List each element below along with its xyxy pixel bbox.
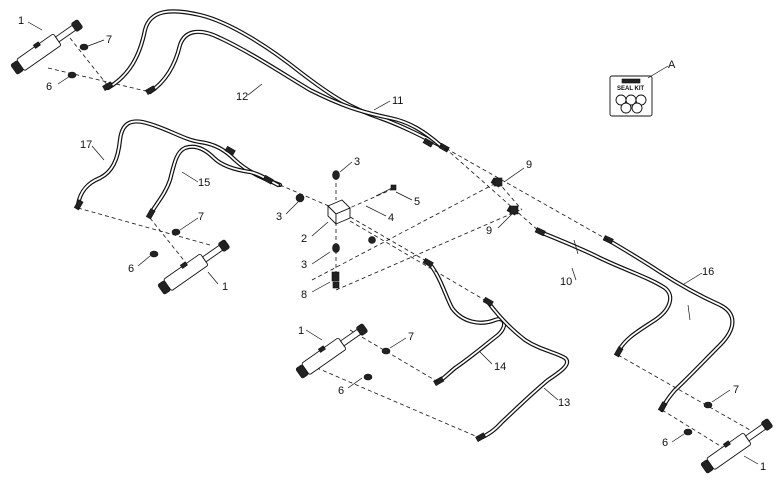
callout-15: 15 xyxy=(198,177,210,189)
hose-16 xyxy=(605,237,735,413)
hydraulic-cylinder-icon xyxy=(700,418,773,474)
hose-12 xyxy=(105,9,448,151)
callout-6: 6 xyxy=(662,437,668,449)
callout-7: 7 xyxy=(408,331,414,343)
hose-17 xyxy=(75,119,283,208)
bolt-part xyxy=(375,184,397,197)
hose-11 xyxy=(147,29,443,148)
callout-10: 10 xyxy=(560,276,572,288)
hydraulic-cylinder-icon xyxy=(295,323,368,379)
callout-6: 6 xyxy=(46,81,52,93)
seal-kit-icon: SEAL KIT xyxy=(609,75,653,117)
callout-1: 1 xyxy=(298,325,304,337)
callout-labels: 1 7 6 12 11 A 17 15 3 3 5 4 2 3 8 9 9 7 … xyxy=(18,15,766,473)
hose-fittings xyxy=(73,81,668,443)
callout-16: 16 xyxy=(702,266,714,278)
hydraulic-cylinder-icon xyxy=(10,19,83,75)
seal-kit-label: SEAL KIT xyxy=(617,86,645,92)
callout-7: 7 xyxy=(198,211,204,223)
hose-15 xyxy=(147,144,281,218)
callout-leaders xyxy=(27,21,759,465)
callout-6: 6 xyxy=(128,263,134,275)
hose-10 xyxy=(537,229,673,355)
hose-13 xyxy=(477,299,570,441)
callout-a: A xyxy=(668,59,676,71)
callout-4: 4 xyxy=(388,212,394,224)
callout-9: 9 xyxy=(486,225,492,237)
callout-11: 11 xyxy=(392,95,403,107)
hydraulic-valve-block-icon xyxy=(327,199,351,226)
callout-2: 2 xyxy=(301,233,307,245)
hydraulic-cylinder-icon xyxy=(157,239,230,295)
hose-tags xyxy=(573,239,691,321)
callout-12: 12 xyxy=(236,91,248,103)
callout-3: 3 xyxy=(276,211,282,223)
callout-13: 13 xyxy=(558,397,570,409)
callout-6: 6 xyxy=(338,385,344,397)
callout-7: 7 xyxy=(106,34,112,46)
callout-3: 3 xyxy=(354,156,360,168)
callout-9: 9 xyxy=(526,159,532,171)
callout-1: 1 xyxy=(760,461,766,473)
callout-3: 3 xyxy=(301,259,307,271)
hose-14 xyxy=(425,259,507,385)
callout-1: 1 xyxy=(222,281,228,293)
callout-7: 7 xyxy=(733,384,739,396)
callout-17: 17 xyxy=(80,139,92,151)
callout-1: 1 xyxy=(18,15,24,27)
seal-fittings xyxy=(67,43,713,436)
elbow-fitting-part xyxy=(331,271,340,289)
callout-14: 14 xyxy=(494,361,506,373)
callout-5: 5 xyxy=(414,196,420,208)
callout-8: 8 xyxy=(301,289,307,301)
